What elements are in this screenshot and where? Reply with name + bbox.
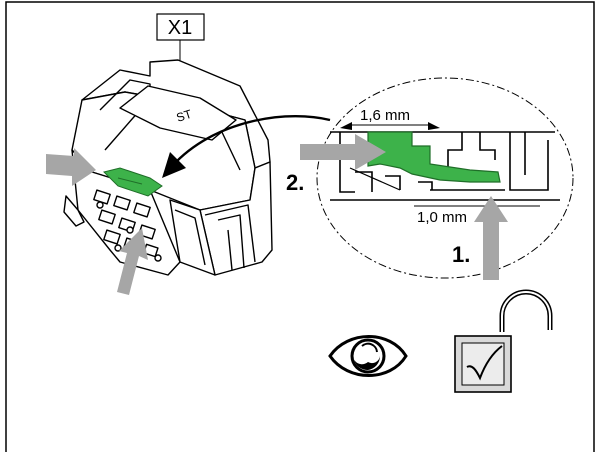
magnified-detail: 1,6 mm 1,0 mm [316, 77, 574, 279]
magnify-leader-arrowhead [162, 152, 186, 178]
callout-label: X1 [168, 17, 192, 39]
unlocked-padlock-check-icon [454, 289, 553, 393]
diagram-border [5, 1, 595, 452]
step-1-arrow [474, 196, 508, 280]
step-2-arrow [300, 134, 386, 170]
connector-press-arrow-left [46, 148, 96, 186]
detail-green-latch [367, 131, 501, 183]
dimension-top-label: 1,6 mm [360, 107, 410, 124]
step-1-label: 1. [452, 242, 470, 267]
magnify-leader-arrow [175, 115, 331, 163]
dimension-bottom-label: 1,0 mm [417, 209, 467, 226]
connector-green-lock [103, 167, 163, 197]
eye-icon [328, 335, 408, 377]
step-2-label: 2. [286, 170, 304, 195]
svg-text:ST: ST [175, 107, 195, 125]
connector-push-arrow-up [117, 228, 148, 295]
connector-x1: ST [63, 59, 273, 276]
